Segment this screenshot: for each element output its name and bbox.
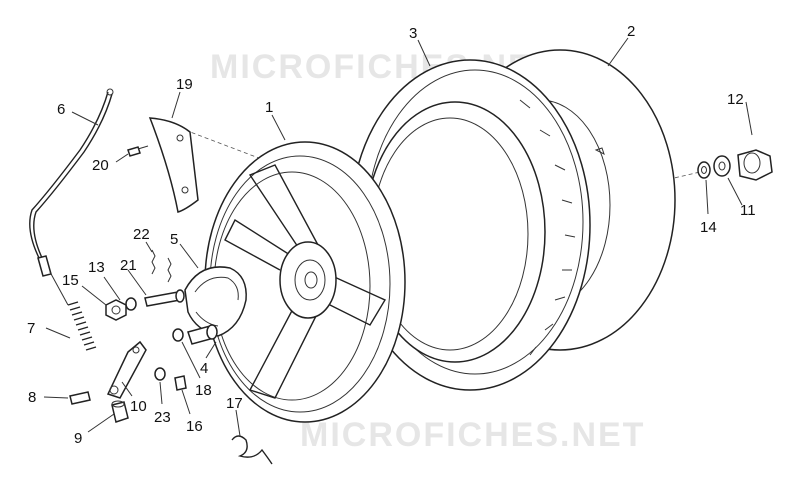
callout-5: 5: [170, 231, 178, 248]
callout-labels: 1 2 3 4 5 6 7 8 9 10 11 12 13 14 15 16 1…: [27, 23, 756, 447]
callout-8: 8: [28, 389, 36, 406]
callout-4: 4: [200, 360, 208, 377]
part-18-washer: [172, 328, 184, 342]
part-10-lever: [106, 340, 147, 399]
part-16-bolt: [174, 375, 187, 391]
part-15-nut: [105, 299, 127, 321]
part-8-bolt: [69, 391, 91, 405]
part-1-rim: [204, 141, 406, 423]
part-7-spring: [49, 271, 97, 351]
callout-9: 9: [74, 430, 82, 447]
part-11-spacer: [713, 155, 731, 177]
part-21-pin: [144, 289, 185, 307]
leader-lines: [43, 37, 753, 437]
callout-21: 21: [120, 257, 137, 274]
callout-7: 7: [27, 320, 35, 337]
watermark-bottom: MICROFICHES.NET: [300, 416, 645, 454]
callout-23: 23: [154, 409, 171, 426]
callout-14: 14: [700, 219, 717, 236]
part-4-cam: [187, 324, 218, 345]
part-17-clip: [231, 435, 273, 465]
callout-15: 15: [62, 272, 79, 289]
callout-3: 3: [409, 25, 417, 42]
callout-2: 2: [627, 23, 635, 40]
part-14-washer: [697, 161, 711, 179]
part-22-springs: [151, 249, 172, 283]
callout-16: 16: [186, 418, 203, 435]
callout-12: 12: [727, 91, 744, 108]
callout-19: 19: [176, 76, 193, 93]
callout-11: 11: [740, 202, 756, 219]
callout-22: 22: [133, 226, 150, 243]
callout-6: 6: [57, 101, 65, 118]
part-12-cap: [737, 149, 773, 181]
part-13-washer: [125, 297, 137, 311]
callout-1: 1: [265, 99, 273, 116]
part-19-guard: [148, 117, 199, 213]
part-9-bush: [111, 400, 129, 423]
callout-10: 10: [130, 398, 147, 415]
part-3-tyre: [349, 59, 591, 391]
part-23-ring: [154, 367, 166, 381]
callout-13: 13: [88, 259, 105, 276]
callout-17: 17: [226, 395, 243, 412]
callout-20: 20: [92, 157, 109, 174]
part-20-screw: [127, 145, 149, 157]
part-6-cable: [29, 88, 114, 277]
part-5-brake-shoes: [184, 266, 247, 337]
callout-18: 18: [195, 382, 212, 399]
